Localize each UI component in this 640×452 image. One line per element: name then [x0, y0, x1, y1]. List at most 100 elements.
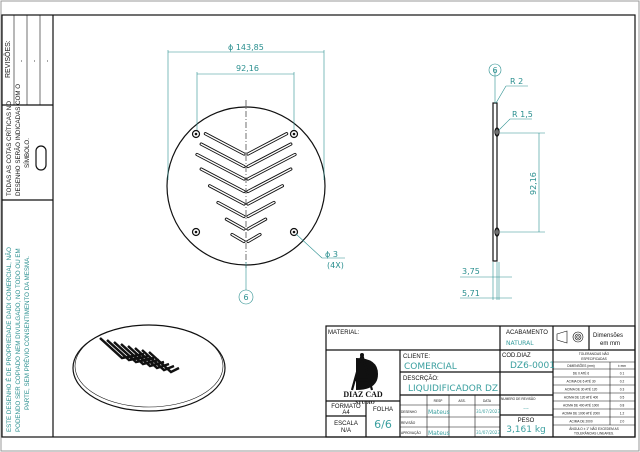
slot — [196, 153, 245, 180]
thickness-outer-dim: 5,71 — [462, 289, 480, 298]
tolerance-range: ACIMA DE 1000 ATÉ 2000 — [562, 411, 600, 416]
diaz-cad-logo: DIAZ CAD STUDIO — [343, 353, 383, 406]
title-block: MATERIAL: ACABAMENTO NATURAL Dimensões e… — [325, 325, 636, 438]
front-view: ϕ 143,85 92,16 ϕ 3 (4X) 6 — [166, 43, 345, 305]
left-sidebar: REVISÕES: - - - TODAS AS COTAS CRÍTICAS … — [2, 15, 54, 437]
tolerance-title: ESPECIFICADAS — [581, 357, 607, 361]
cliente-label: CLIENTE: — [403, 354, 430, 360]
property-note-line: PODENDO SER COPIADO NEM DIVULGADO, NO TO… — [15, 248, 22, 432]
sign-header: RESP — [434, 399, 443, 403]
balloon-number: 6 — [244, 293, 249, 302]
logo-name: DIAZ CAD — [343, 390, 383, 399]
property-note-line: PARTE, SEM PRÉVIO CONSENTIMENTO DA MESMA… — [24, 256, 31, 410]
tolerance-title: TOLERANCIAS NÃO — [579, 351, 610, 356]
slot — [247, 132, 288, 155]
units-label: Dimensões — [593, 333, 623, 339]
slot — [204, 132, 245, 155]
sign-role: APROVAÇÃO — [401, 430, 421, 435]
tolerance-footer: ÂNGULO ± 1° NÃO EXCEDEM AS — [569, 426, 618, 431]
critical-note-line: SÍMBOLO. — [24, 138, 31, 168]
hole-count: (4X) — [327, 261, 344, 270]
tolerance-range: ACIMA DE 30 ATÉ 120 — [565, 387, 598, 392]
mounting-holes — [191, 129, 299, 237]
slot — [208, 185, 245, 205]
slot — [217, 201, 245, 218]
iso-slot — [106, 339, 150, 362]
tolerance-value: 0.2 — [620, 380, 625, 384]
tolerance-col-header: DIMENSÕES (mm) — [567, 363, 594, 368]
iso-slot — [148, 351, 180, 374]
descricao-value: LIQUIDIFICADOR DZ — [408, 384, 498, 394]
tolerance-value: 1.2 — [620, 412, 625, 416]
tolerance-footer: TOLERÂNCIAS LINEARES. — [574, 432, 614, 436]
formato-label: FORMATO — [331, 404, 361, 410]
sign-date: 31/07/2023 — [476, 409, 500, 414]
property-note-line: ESTE DESENHO É DE PROPRIEDADE DAIDI COME… — [6, 247, 13, 432]
units-label: em mm — [600, 341, 620, 347]
folha-value: 6/6 — [374, 418, 392, 431]
tolerance-range: ACIMA DE 6 ATÉ 30 — [567, 379, 596, 384]
hole-spacing-dim: 92,16 — [236, 64, 259, 73]
acabamento-label: ACABAMENTO — [506, 330, 548, 336]
critical-note-line: TODAS AS COTAS CRÍTICAS NO — [6, 101, 13, 196]
cod-label: COD.DIAZ — [502, 353, 531, 359]
critical-symbol-icon — [35, 145, 47, 171]
cod-value: DZ6-0001 — [510, 361, 555, 371]
outer-diameter-dim: ϕ 143,85 — [228, 43, 264, 52]
acabamento-value: NATURAL — [506, 340, 534, 347]
folha-label: FOLHA — [373, 407, 393, 413]
tolerance-value: 0.1 — [620, 372, 625, 376]
tolerance-value: 0.5 — [620, 396, 625, 400]
slot — [247, 185, 284, 205]
tolerance-value: 0.8 — [620, 404, 625, 408]
slot — [247, 153, 296, 180]
slot — [247, 233, 261, 243]
slot — [225, 218, 245, 230]
revision-entry: - — [45, 60, 51, 62]
side-balloon-number: 6 — [493, 66, 498, 75]
critical-note-line: DESENHO SERÃO INDICADAS COM O — [15, 84, 22, 196]
tolerance-table: TOLERANCIAS NÃO ESPECIFICADAS DIMENSÕES … — [553, 351, 635, 436]
iso-slot — [127, 345, 165, 368]
cliente-value: COMERCIAL — [404, 362, 457, 372]
tolerance-col-header: ± mm — [618, 364, 626, 368]
sign-date: 31/07/2023 — [476, 430, 500, 435]
drawing-frame — [1, 14, 636, 438]
sign-header: DATA — [483, 399, 492, 403]
slot — [247, 201, 275, 218]
tolerance-value: 2.0 — [620, 420, 625, 424]
signature-table: RESP ASS. DATA DESENHO Mateus 31/07/2023… — [400, 395, 500, 437]
hole-diameter-dim: ϕ 3 — [325, 250, 338, 259]
revision-number-label: NUMERO DE REVISÃO — [501, 396, 536, 401]
revision-entry: - — [32, 60, 38, 62]
tolerance-range: ACIMA DE 400 ATÉ 1000 — [563, 403, 599, 408]
slot — [231, 233, 245, 243]
tolerance-range: DE 0 ATÉ 6 — [573, 371, 590, 376]
projection-symbol-icon — [556, 330, 584, 344]
peso-value: 3,161 kg — [506, 425, 546, 435]
formato-value: A4 — [342, 410, 350, 416]
radius-bump-dim: R 1,5 — [512, 110, 533, 119]
slot — [247, 168, 292, 193]
sign-resp: Mateus — [428, 409, 450, 416]
slot — [247, 143, 292, 168]
peso-label: PESO — [518, 418, 535, 424]
escala-label: ESCALA — [334, 421, 358, 427]
tolerance-value: 0.3 — [620, 388, 625, 392]
material-label: MATERIAL: — [328, 330, 360, 336]
isometric-view — [72, 324, 226, 412]
logo-subtitle: STUDIO — [355, 401, 374, 406]
sign-role: DESENHO — [401, 410, 417, 414]
revision-entry: - — [19, 60, 25, 62]
sign-resp: Mateus — [428, 430, 450, 437]
slot — [247, 218, 267, 230]
radius-top-dim: R 2 — [510, 77, 523, 86]
item-balloon — [238, 289, 254, 305]
chevron-slots — [195, 132, 297, 244]
revision-number-value: --- — [523, 406, 529, 412]
thickness-inner-dim: 3,75 — [462, 267, 480, 276]
revisions-label: REVISÕES: — [3, 40, 12, 78]
iso-slot — [141, 349, 175, 372]
